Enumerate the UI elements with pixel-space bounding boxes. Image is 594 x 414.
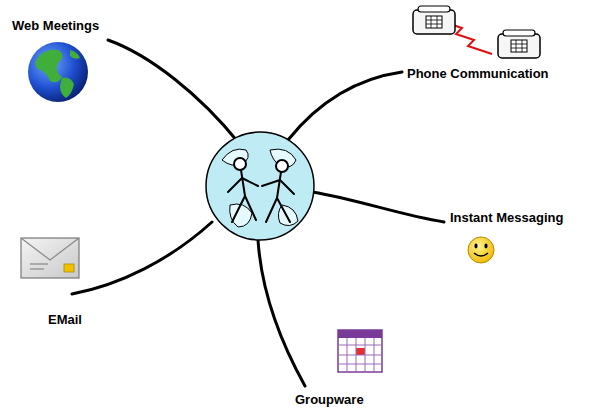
branch-lines — [72, 40, 444, 386]
branch-line — [312, 192, 444, 222]
branch-label: Phone Communication — [407, 66, 549, 82]
branch-label: Groupware — [295, 392, 364, 408]
envelope-icon — [21, 238, 79, 278]
phone-icon — [413, 6, 540, 58]
branch-line — [258, 240, 305, 386]
branch-label: EMail — [48, 312, 82, 328]
globe-icon — [28, 42, 88, 102]
branch-line — [72, 222, 212, 294]
branch-line — [288, 72, 402, 140]
branch-label: Web Meetings — [12, 18, 99, 34]
branch-line — [108, 40, 238, 142]
calendar-icon — [338, 330, 382, 372]
smiley-icon — [468, 237, 494, 263]
branch-label: Instant Messaging — [450, 210, 563, 226]
central-globe — [206, 132, 314, 240]
